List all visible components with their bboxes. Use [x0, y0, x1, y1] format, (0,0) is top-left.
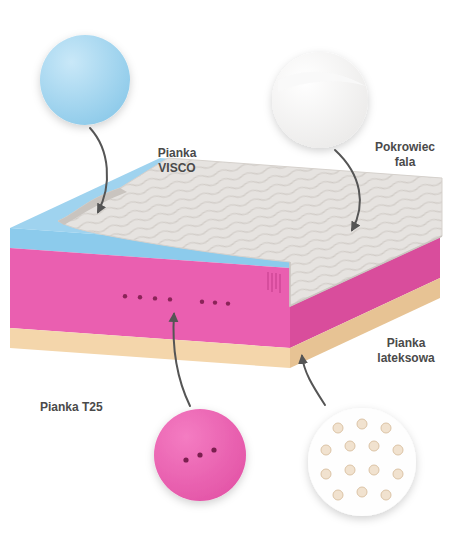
visco-sample: [40, 35, 130, 125]
cover-fold: [58, 188, 127, 225]
foam-cuts: [268, 272, 280, 293]
label-box: Pokrowiec fala: [370, 140, 440, 170]
part-label: Pianka lateksowa: [368, 336, 444, 366]
label-box: Pianka lateksowa: [368, 336, 444, 366]
cover-edge: [290, 236, 442, 306]
part-label: Pianka VISCO: [146, 146, 208, 176]
part-label: Pokrowiec fala: [370, 140, 440, 170]
latex-arrow: [302, 356, 325, 405]
latex-holes: [321, 419, 403, 500]
t25-arrow: [173, 314, 190, 406]
leader-arrows: [90, 128, 360, 406]
wave-cover: [58, 158, 442, 306]
label-box: Pianka T25: [40, 400, 103, 415]
cover-arrow: [335, 150, 360, 230]
foam-holes: [123, 294, 230, 306]
latex-sample: [308, 408, 416, 516]
cover-sample: [272, 52, 368, 148]
t25-sample-holes: [183, 447, 216, 462]
part-label: Pianka T25: [40, 400, 103, 415]
latex-layer: [10, 328, 290, 368]
t25-sample: [154, 409, 246, 501]
visco-arrow: [90, 128, 107, 212]
label-box: Pianka VISCO: [146, 146, 208, 176]
